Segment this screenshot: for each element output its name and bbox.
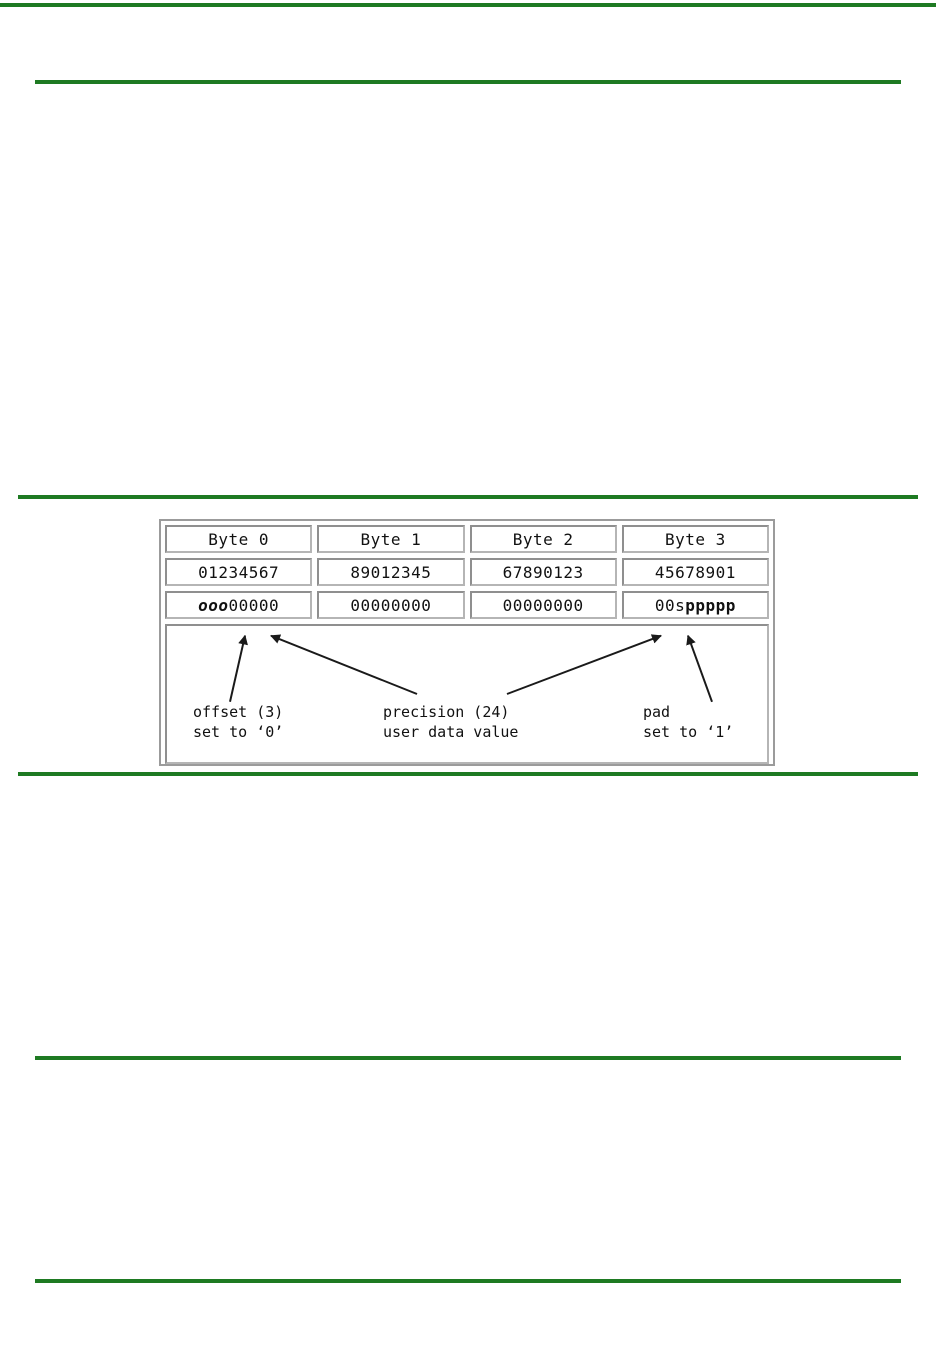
annotation-pad-line2: set to ‘1’ [643, 723, 734, 741]
annotation-offset: offset (3) set to ‘0’ [193, 702, 283, 742]
byte-header-cell: Byte 1 [317, 525, 465, 553]
bit-position-cell: 89012345 [317, 558, 465, 586]
annotation-precision: precision (24) user data value [383, 702, 518, 742]
horizontal-rule-above-figure [18, 495, 918, 499]
bit-pattern-row: ooo00000 00000000 00000000 00sppppp [165, 591, 769, 619]
bit-position-cell: 01234567 [165, 558, 313, 586]
byte-header-cell: Byte 3 [621, 525, 769, 553]
bit-pattern-cell: ooo00000 [165, 591, 313, 619]
annotation-pad-line1: pad [643, 703, 671, 721]
bit-pattern-cell: 00sppppp [621, 591, 769, 619]
bit-pattern-cell: 00000000 [469, 591, 617, 619]
byte-header-cell: Byte 2 [469, 525, 617, 553]
arrow-user-data [506, 634, 662, 695]
annotation-panel: offset (3) set to ‘0’ precision (24) user … [165, 624, 769, 764]
annotation-pad: pad set to ‘1’ [643, 702, 733, 742]
byte-header-row: Byte 0 Byte 1 Byte 2 Byte 3 [165, 525, 769, 553]
annotation-precision-line1: precision (24) [383, 703, 510, 721]
annotation-offset-line2: set to ‘0’ [193, 723, 284, 741]
byte-header-cell: Byte 0 [165, 525, 313, 553]
bit-position-cell: 45678901 [621, 558, 769, 586]
horizontal-rule-below-figure [18, 772, 918, 776]
horizontal-rule-fifth [35, 1056, 901, 1060]
bit-position-cell: 67890123 [469, 558, 617, 586]
bit-position-row: 01234567 89012345 67890123 45678901 [165, 558, 769, 586]
horizontal-rule-second [35, 80, 901, 84]
annotation-offset-line1: offset (3) [193, 703, 284, 721]
bit-layout-figure: Byte 0 Byte 1 Byte 2 Byte 3 01234567 890… [159, 519, 775, 766]
arrow-precision [270, 634, 418, 695]
arrow-offset [229, 634, 248, 702]
arrow-pad [686, 634, 713, 703]
horizontal-rule-bottom [35, 1279, 901, 1283]
annotation-precision-line2: user data value [383, 723, 519, 741]
horizontal-rule-top [0, 3, 936, 7]
bit-pattern-cell: 00000000 [317, 591, 465, 619]
